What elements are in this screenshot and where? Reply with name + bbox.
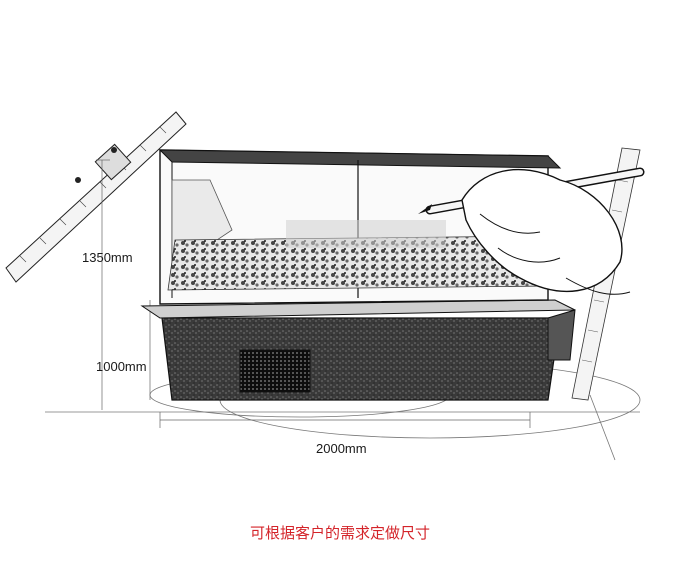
width-label: 2000mm bbox=[316, 441, 367, 456]
height-base-label: 1000mm bbox=[96, 359, 147, 374]
dimension-guides bbox=[96, 159, 531, 428]
custom-size-caption: 可根据客户的需求定做尺寸 bbox=[249, 524, 430, 542]
glass-showcase bbox=[158, 149, 562, 305]
height-top-label: 1350mm bbox=[82, 250, 133, 265]
vent-grille bbox=[239, 349, 311, 393]
ruler-icon bbox=[5, 111, 187, 283]
hand-pencil-icon bbox=[418, 167, 645, 295]
cabinet-base bbox=[161, 309, 576, 401]
